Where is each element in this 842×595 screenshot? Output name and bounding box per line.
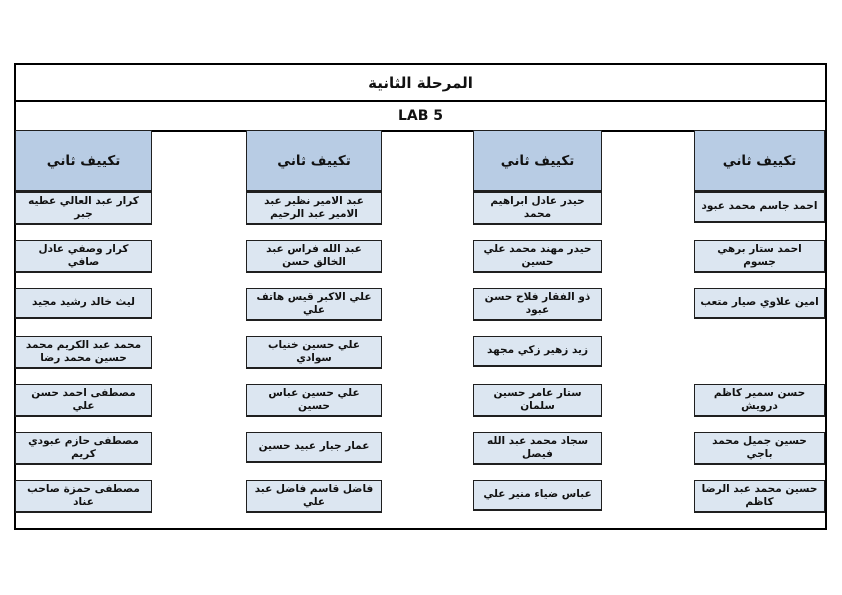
student-name-box: حيدر عادل ابراهيم محمد bbox=[473, 192, 602, 226]
student-name-box: كرار وصفي عادل صافي bbox=[15, 240, 152, 274]
student-name-box: حسين محمد عبد الرضا كاظم bbox=[694, 480, 825, 514]
student-name-box: حسن سمير كاظم درويش bbox=[694, 384, 825, 418]
student-name-box: سجاد محمد عبد الله فيصل bbox=[473, 432, 602, 466]
student-name-box: ستار عامر حسين سلمان bbox=[473, 384, 602, 418]
student-name-box: عمار جبار عبيد حسين bbox=[246, 432, 382, 463]
column-header-second-from-right: تكييف ثاني bbox=[473, 130, 602, 192]
student-name-box: امين علاوي صيار متعب bbox=[694, 288, 825, 319]
student-name-box: عبد الله فراس عبد الخالق حسن bbox=[246, 240, 382, 274]
student-name-box: محمد عبد الكريم محمد حسين محمد رضا bbox=[15, 336, 152, 370]
student-name-box: مصطفى احمد حسن علي bbox=[15, 384, 152, 418]
student-name-box: مصطفى حمزة صاحب عناد bbox=[15, 480, 152, 514]
student-name-box: ذو الفقار فلاح حسن عبود bbox=[473, 288, 602, 322]
student-name-box: ليث خالد رشيد مجيد bbox=[15, 288, 152, 319]
student-name-box: عبد الامير نظير عبد الامير عبد الرحيم bbox=[246, 192, 382, 226]
student-name-box: علي حسين عباس حسين bbox=[246, 384, 382, 418]
student-name-box: زيد زهير زكي مجهد bbox=[473, 336, 602, 367]
column-header-rightmost: تكييف ثاني bbox=[694, 130, 825, 192]
student-name-box: احمد جاسم محمد عبود bbox=[694, 192, 825, 223]
student-name-box: كرار عبد العالي عطيه جبر bbox=[15, 192, 152, 226]
lab-title: LAB 5 bbox=[16, 102, 825, 132]
student-name-box: حسين جميل محمد باجي bbox=[694, 432, 825, 466]
student-name-box: عباس ضياء منير علي bbox=[473, 480, 602, 511]
stage-title: المرحلة الثانية bbox=[16, 65, 825, 102]
column-header-third-from-right: تكييف ثاني bbox=[246, 130, 382, 192]
student-name-box: مصطفى حازم عبودي كريم bbox=[15, 432, 152, 466]
student-name-box: علي الاكبر قيس هاتف علي bbox=[246, 288, 382, 322]
student-name-box: فاضل قاسم فاضل عبد علي bbox=[246, 480, 382, 514]
student-name-box: احمد ستار برهي جسوم bbox=[694, 240, 825, 274]
column-header-leftmost: تكييف ثاني bbox=[15, 130, 152, 192]
student-name-box: علي حسين خنياب سوادي bbox=[246, 336, 382, 370]
student-name-box: حيدر مهند محمد علي حسين bbox=[473, 240, 602, 274]
